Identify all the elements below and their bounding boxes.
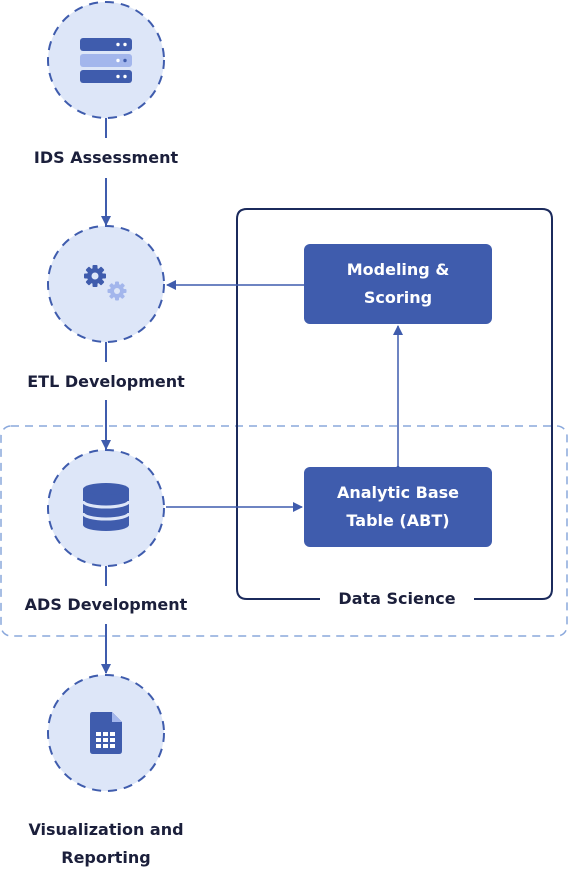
- data-science-label: Data Science: [338, 589, 456, 608]
- modeling-line2: Scoring: [363, 288, 433, 307]
- modeling-line1: Modeling &: [346, 260, 450, 279]
- spreadsheet-file-icon: [90, 712, 122, 754]
- analytic-base-table-box: Analytic Base Table (ABT): [304, 467, 492, 547]
- database-icon: [81, 483, 131, 531]
- gears-icon: [84, 265, 127, 301]
- etl-development-label: ETL Development: [27, 372, 185, 391]
- visualization-label-line1: Visualization and: [28, 820, 184, 839]
- etl-node: [47, 225, 165, 343]
- ids-assessment-label: IDS Assessment: [33, 148, 179, 167]
- visualization-label-line2: Reporting: [61, 848, 151, 867]
- data-science-container: [236, 208, 553, 600]
- abt-line2: Table (ABT): [346, 511, 450, 530]
- visualization-reporting-label: Visualization and Reporting: [6, 816, 206, 872]
- server-icon: [80, 38, 132, 83]
- ads-group-boundary: [0, 425, 568, 637]
- abt-line1: Analytic Base: [336, 483, 460, 502]
- modeling-scoring-box: Modeling & Scoring: [304, 244, 492, 324]
- ads-development-label: ADS Development: [24, 595, 188, 614]
